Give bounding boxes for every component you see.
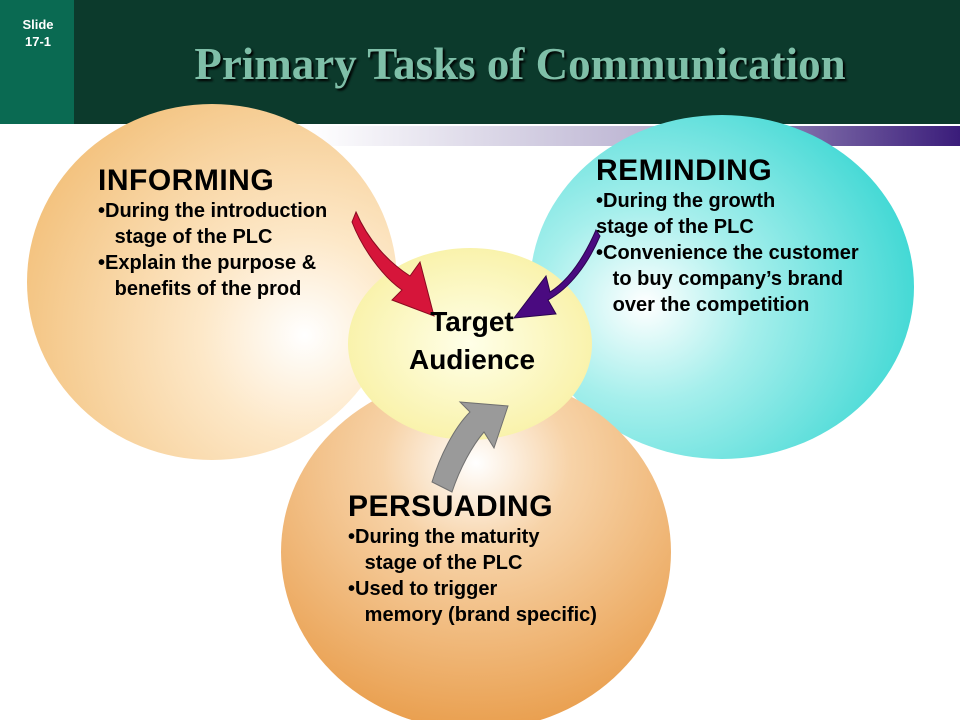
informing-line: benefits of the prod [98, 278, 302, 300]
slide-number: Slide 17-1 [22, 17, 54, 49]
reminding-section: REMINDING •During the growth stage of th… [596, 154, 859, 318]
persuading-heading: PERSUADING [348, 490, 554, 523]
persuading-line: stage of the PLC [348, 552, 523, 574]
reminding-line: over the competition [596, 294, 810, 316]
informing-section: INFORMING •During the introduction stage… [98, 164, 327, 302]
informing-line: stage of the PLC [98, 226, 273, 248]
reminding-line: •During the growth [596, 190, 776, 212]
reminding-line: to buy company’s brand [596, 268, 844, 290]
reminding-line: •Convenience the customer [596, 242, 859, 264]
reminding-line: stage of the PLC [596, 216, 754, 238]
target-audience-label: Target Audience [372, 303, 572, 379]
reminding-arrow [512, 228, 601, 319]
persuading-line: •During the maturity [348, 526, 540, 548]
persuading-line: •Used to trigger [348, 578, 498, 600]
slide-title: Primary Tasks of Communication [194, 39, 846, 89]
persuading-section: PERSUADING •During the maturity stage of… [348, 490, 597, 628]
informing-line: •Explain the purpose & [98, 252, 317, 274]
persuading-line: memory (brand specific) [348, 604, 597, 626]
informing-circle [27, 104, 397, 460]
persuading-circle [281, 374, 671, 720]
reminding-circle [530, 115, 914, 459]
slide-number-tab: Slide 17-1 [0, 0, 74, 124]
reminding-heading: REMINDING [596, 154, 773, 187]
target-label: Target [430, 306, 514, 337]
persuading-arrow [431, 401, 509, 493]
informing-arrow [351, 210, 435, 317]
title-banner [0, 0, 960, 124]
audience-label: Audience [408, 344, 536, 375]
informing-line: •During the introduction [98, 200, 328, 222]
informing-heading: INFORMING [98, 164, 275, 197]
